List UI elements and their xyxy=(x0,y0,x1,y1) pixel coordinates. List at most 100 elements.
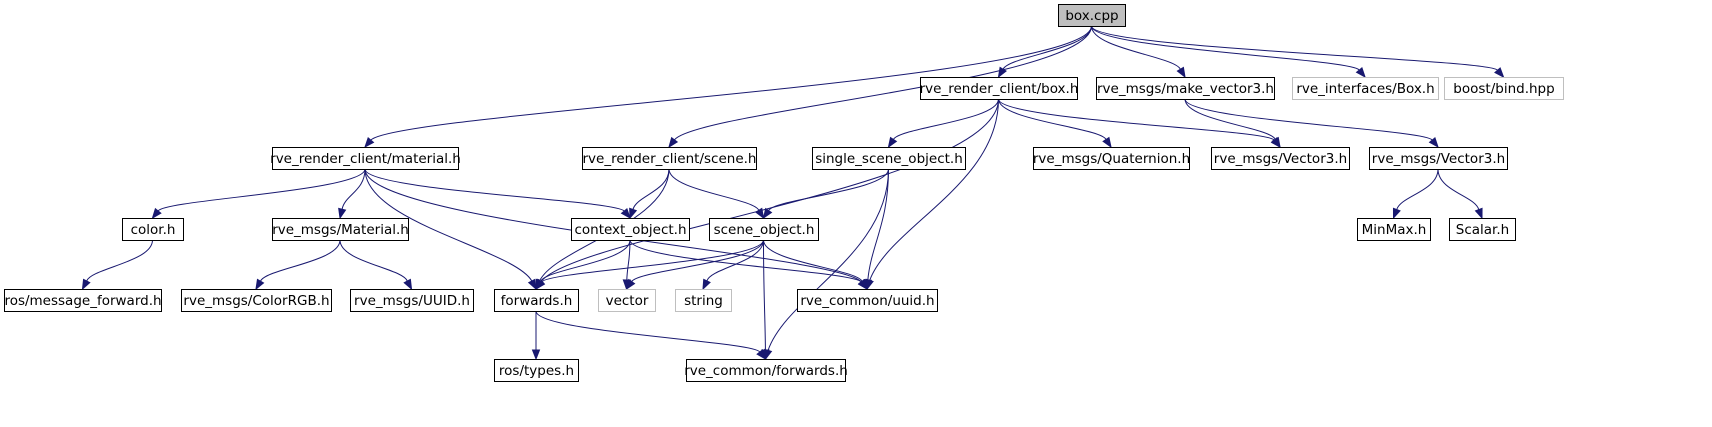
node-sceneobj[interactable]: scene_object.h xyxy=(709,218,819,241)
edge-box-cpp-to-make-vec3 xyxy=(1091,25,1186,79)
edge-line xyxy=(763,239,766,351)
node-iface-box[interactable]: rve_interfaces/Box.h xyxy=(1292,77,1439,100)
node-box xyxy=(181,289,332,312)
node-label: rve_common/forwards.h xyxy=(684,363,848,379)
edge-line xyxy=(535,310,761,353)
edge-material-to-forwards xyxy=(364,168,537,291)
edge-arrowhead xyxy=(754,207,765,220)
nodes-layer: box.cpp rve_render_client/box.h rve_msgs/m… xyxy=(4,4,1564,382)
node-box xyxy=(494,289,579,312)
edge-arrowhead xyxy=(255,278,265,291)
edge-line xyxy=(339,239,408,282)
edge-arrowhead xyxy=(1176,66,1186,79)
edge-arrowhead xyxy=(668,136,679,149)
edge-sceneobj-to-vector xyxy=(625,239,764,291)
node-scalar[interactable]: Scalar.h xyxy=(1449,218,1516,241)
edge-box-cpp-to-rrc-box xyxy=(997,25,1092,79)
node-box xyxy=(272,218,409,241)
node-vector[interactable]: vector xyxy=(598,289,656,312)
node-box xyxy=(1444,77,1564,100)
node-string[interactable]: string xyxy=(675,289,732,312)
node-label: Scalar.h xyxy=(1456,222,1509,238)
node-uuid[interactable]: rve_common/uuid.h xyxy=(797,289,938,312)
node-scene[interactable]: rve_render_client/scene.h xyxy=(582,147,757,170)
node-make-vec3[interactable]: rve_msgs/make_vector3.h xyxy=(1096,77,1275,100)
edge-line xyxy=(1396,168,1439,210)
node-material[interactable]: rve_render_client/material.h xyxy=(270,147,461,170)
edges-layer xyxy=(81,25,1505,361)
edge-line xyxy=(157,168,366,212)
edge-line xyxy=(1437,168,1480,210)
edge-line xyxy=(706,239,764,282)
edge-line xyxy=(869,98,999,281)
node-label: box.cpp xyxy=(1065,8,1118,24)
edge-forwards-to-cfwd xyxy=(535,310,767,361)
edge-arrowhead xyxy=(527,278,537,291)
node-quat[interactable]: rve_msgs/Quaternion.h xyxy=(1033,147,1190,170)
edge-make-vec3-to-vec3-b xyxy=(1184,98,1439,149)
node-ctxobj[interactable]: context_object.h xyxy=(571,218,690,241)
edge-arrowhead xyxy=(1494,67,1505,79)
edge-arrowhead xyxy=(629,207,638,220)
edge-line xyxy=(1091,25,1181,70)
edge-forwards-to-rostypes xyxy=(531,311,541,361)
edge-sceneobj-to-uuid xyxy=(763,239,868,291)
edge-box-cpp-to-boost-bind xyxy=(1091,25,1505,79)
node-uuidmsg[interactable]: rve_msgs/UUID.h xyxy=(350,289,474,312)
node-cfwd[interactable]: rve_common/forwards.h xyxy=(684,359,848,382)
edge-line xyxy=(540,239,631,282)
edge-scene-to-ctxobj xyxy=(629,168,670,220)
node-box xyxy=(709,218,819,241)
edge-arrowhead xyxy=(997,66,1007,79)
edge-box-cpp-to-material xyxy=(364,25,1092,149)
edge-arrowhead xyxy=(1102,136,1112,149)
edge-material-to-ctxobj xyxy=(364,168,631,220)
edge-box-cpp-to-iface-box xyxy=(1091,25,1366,79)
node-msgfwd[interactable]: ros/message_forward.h xyxy=(4,289,162,312)
node-msgmat[interactable]: rve_msgs/Material.h xyxy=(272,218,409,241)
node-vec3-a[interactable]: rve_msgs/Vector3.h xyxy=(1211,147,1350,170)
edge-vec3-b-to-minmax xyxy=(1392,168,1439,220)
node-rrc-box[interactable]: rve_render_client/box.h xyxy=(920,77,1079,100)
edge-arrowhead xyxy=(535,278,546,291)
node-rostypes[interactable]: ros/types.h xyxy=(494,359,579,382)
edge-rrc-box-to-uuid xyxy=(865,98,999,291)
node-vec3-b[interactable]: rve_msgs/Vector3.h xyxy=(1369,147,1508,170)
node-box-cpp[interactable]: box.cpp xyxy=(1058,4,1126,27)
edge-line xyxy=(767,168,889,351)
node-box xyxy=(4,289,162,312)
node-label: single_scene_object.h xyxy=(815,151,963,167)
edge-rrc-box-to-quat xyxy=(998,98,1112,149)
node-box xyxy=(598,289,656,312)
edge-arrowhead xyxy=(620,207,631,220)
edge-scene-to-sceneobj xyxy=(668,168,765,220)
node-label: string xyxy=(684,293,723,309)
edge-arrowhead xyxy=(1474,207,1483,220)
node-box xyxy=(812,147,966,170)
node-label: MinMax.h xyxy=(1362,222,1427,238)
edge-arrowhead xyxy=(338,207,347,220)
node-colorrgb[interactable]: rve_msgs/ColorRGB.h xyxy=(181,289,332,312)
node-label: rve_render_client/material.h xyxy=(270,151,461,167)
edge-arrowhead xyxy=(1271,136,1281,149)
edge-line xyxy=(1184,98,1433,141)
edge-line xyxy=(260,239,341,282)
node-color[interactable]: color.h xyxy=(122,218,184,241)
node-box xyxy=(1369,147,1508,170)
edge-arrowhead xyxy=(151,207,162,220)
edge-arrowhead xyxy=(531,349,541,361)
edge-line xyxy=(631,239,764,282)
node-minmax[interactable]: MinMax.h xyxy=(1357,218,1431,241)
node-forwards[interactable]: forwards.h xyxy=(494,289,579,312)
node-label: ros/message_forward.h xyxy=(4,293,161,309)
node-label: color.h xyxy=(131,222,176,238)
edge-line xyxy=(86,239,153,282)
node-box xyxy=(797,289,938,312)
node-label: rve_msgs/Vector3.h xyxy=(1214,151,1347,167)
edge-line xyxy=(867,168,889,281)
edge-line xyxy=(998,98,1275,141)
edge-arrowhead xyxy=(858,278,868,291)
node-boost-bind[interactable]: boost/bind.hpp xyxy=(1444,77,1564,100)
node-sso[interactable]: single_scene_object.h xyxy=(812,147,966,170)
edge-line xyxy=(1091,25,1360,71)
